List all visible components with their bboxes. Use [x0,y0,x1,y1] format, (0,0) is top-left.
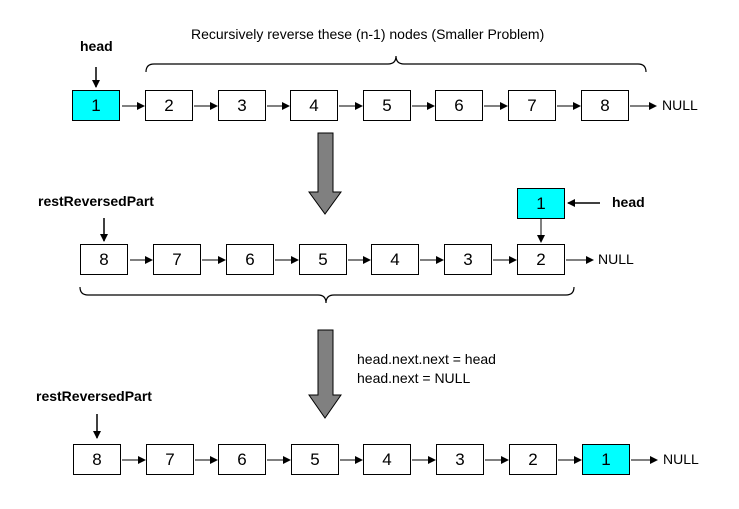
list-node: 4 [363,444,411,475]
list-node: 7 [153,244,201,275]
list-node: 8 [581,90,629,121]
list-node: 3 [218,90,266,121]
list-node: 3 [444,244,492,275]
step-transition-arrow [308,132,342,215]
list-node: 8 [73,444,121,475]
head-node: 1 [517,188,565,219]
list-node: 7 [508,90,556,121]
list-node: 1 [72,90,120,121]
list-node: 6 [435,90,483,121]
list-node: 5 [299,244,347,275]
list-node: 2 [145,90,193,121]
list-node: 8 [80,244,128,275]
list-node: 7 [146,444,194,475]
code-line-2: head.next = NULL [357,370,471,386]
sublist-caption: Recursively reverse these (n-1) nodes (S… [191,26,545,42]
list-node: 4 [290,90,338,121]
rest-reversed-part-label: restReversedPart [38,193,154,209]
list-node: 5 [363,90,411,121]
null-label: NULL [662,97,698,113]
list-node: 2 [517,244,565,275]
list-node: 6 [218,444,266,475]
sublist-brace [145,55,647,73]
step-transition-arrow [308,329,342,419]
null-label: NULL [598,251,634,267]
code-line-1: head.next.next = head [357,351,496,367]
null-label: NULL [663,451,699,467]
list-node: 3 [436,444,484,475]
head-label: head [612,194,645,210]
list-node: 5 [291,444,339,475]
list-node: 4 [371,244,419,275]
list-node: 6 [226,244,274,275]
sublist-brace [79,286,575,304]
list-node: 1 [582,444,630,475]
list-node: 2 [509,444,557,475]
rest-reversed-part-label: restReversedPart [36,388,152,404]
head-label: head [80,38,113,54]
